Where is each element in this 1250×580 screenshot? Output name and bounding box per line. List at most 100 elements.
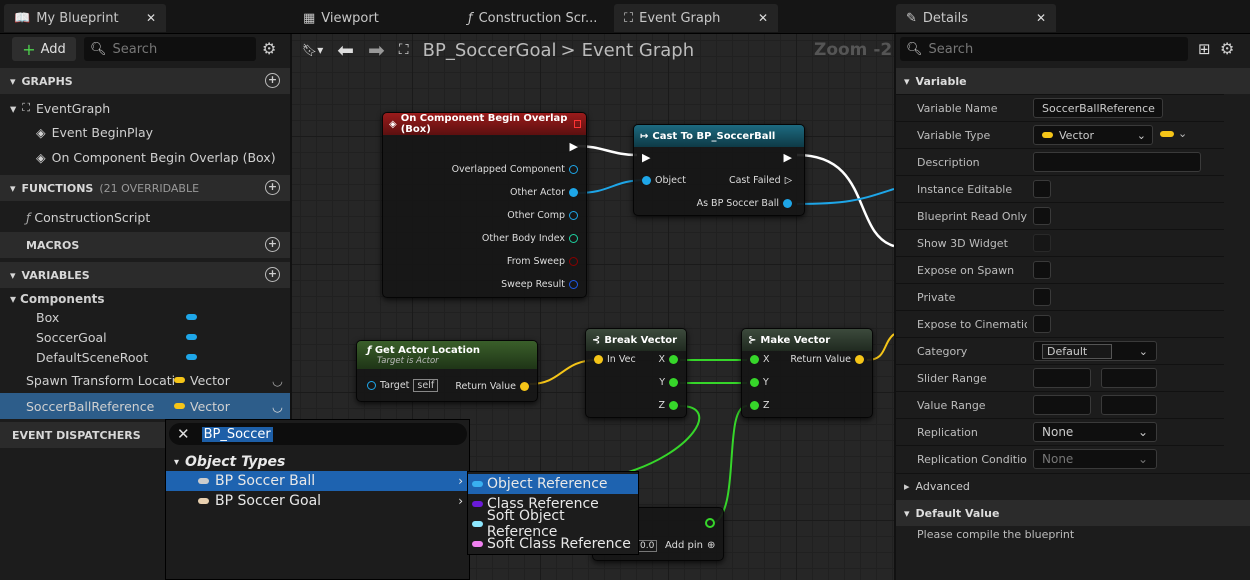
- type-item-bp-soccer-ball[interactable]: BP Soccer Ball ›: [166, 471, 469, 491]
- variable-section-header[interactable]: ▾Variable: [896, 68, 1250, 94]
- slider-min-input[interactable]: [1033, 368, 1091, 388]
- read-only-checkbox[interactable]: [1033, 207, 1051, 225]
- get-actor-location-node[interactable]: ƒ Get Actor Location Target is Actor Tar…: [356, 340, 538, 402]
- close-icon[interactable]: ✕: [757, 11, 768, 25]
- close-icon[interactable]: ✕: [145, 11, 156, 25]
- add-pin-button[interactable]: Add pin⊕: [665, 540, 715, 551]
- pin-other-actor[interactable]: Other Actor: [510, 187, 578, 198]
- add-variable-icon[interactable]: +: [265, 267, 280, 282]
- pin-other-comp[interactable]: Other Comp: [507, 210, 578, 221]
- pin-in-vec[interactable]: In Vec: [594, 354, 636, 365]
- tab-details[interactable]: ✎ Details ✕: [896, 4, 1056, 32]
- add-function-icon[interactable]: +: [265, 180, 280, 195]
- pin-object[interactable]: Object: [642, 175, 686, 186]
- type-search-input[interactable]: ✕ BP_Soccer: [169, 423, 467, 445]
- break-vector-node[interactable]: ⊰Break Vector In Vec X Y Z: [585, 328, 687, 418]
- show-3d-widget-checkbox[interactable]: [1033, 234, 1051, 252]
- category-dropdown[interactable]: Default⌄: [1033, 341, 1157, 361]
- components-category[interactable]: ▾Components: [0, 289, 290, 309]
- pin-cast-failed[interactable]: Cast Failed▷: [728, 175, 792, 186]
- tree-item-event-overlap[interactable]: ◈On Component Begin Overlap (Box): [0, 147, 290, 167]
- component-item-box[interactable]: Box: [0, 307, 290, 327]
- make-vector-node[interactable]: ⊱Make Vector X Return Value Y Z: [741, 328, 873, 418]
- pin-z-out[interactable]: Z: [658, 400, 678, 411]
- submenu-class-reference[interactable]: Class Reference: [468, 494, 638, 514]
- expose-cinematic-checkbox[interactable]: [1033, 315, 1051, 333]
- add-graph-icon[interactable]: +: [265, 73, 280, 88]
- object-types-category[interactable]: ▾Object Types: [166, 452, 469, 472]
- float-out-pin[interactable]: [705, 518, 715, 528]
- add-macro-icon[interactable]: +: [265, 237, 280, 252]
- eye-closed-icon[interactable]: ◡: [272, 398, 283, 414]
- variables-section-header[interactable]: ▾VARIABLES +: [0, 262, 290, 288]
- settings-gear-icon[interactable]: ⚙: [262, 39, 277, 58]
- container-type-dropdown[interactable]: ⌄: [1160, 127, 1187, 140]
- forward-arrow-icon[interactable]: ➡: [368, 38, 385, 62]
- submenu-object-reference[interactable]: Object Reference: [468, 474, 638, 494]
- pin-x-out[interactable]: X: [658, 354, 678, 365]
- add-button[interactable]: + Add: [12, 37, 76, 61]
- description-input[interactable]: [1033, 152, 1201, 172]
- pin-from-sweep[interactable]: From Sweep: [507, 256, 578, 267]
- clear-icon[interactable]: ✕: [177, 425, 190, 443]
- type-item-bp-soccer-goal[interactable]: BP Soccer Goal ›: [166, 491, 469, 511]
- pin-return-value[interactable]: Return Value: [790, 354, 864, 365]
- exec-out-pin[interactable]: ▶: [569, 140, 578, 153]
- pin-y-out[interactable]: Y: [659, 377, 678, 388]
- target-self-field[interactable]: self: [413, 379, 439, 392]
- variable-type-dropdown[interactable]: Vector⌄: [1033, 125, 1153, 145]
- pin-return-value[interactable]: Return Value: [455, 381, 529, 392]
- breadcrumb-graph[interactable]: Event Graph: [581, 39, 695, 61]
- tree-item-eventgraph[interactable]: ▾⛶EventGraph: [0, 98, 290, 118]
- tab-construction-script[interactable]: ƒ Construction Scr...: [458, 4, 610, 32]
- settings-gear-icon[interactable]: ⚙: [1220, 39, 1235, 58]
- component-item-soccergoal[interactable]: SoccerGoal: [0, 327, 290, 347]
- replication-condition-dropdown[interactable]: None⌄: [1033, 449, 1157, 469]
- advanced-section-header[interactable]: ▸Advanced: [896, 473, 1250, 499]
- private-checkbox[interactable]: [1033, 288, 1051, 306]
- pin-sweep-result[interactable]: Sweep Result: [501, 279, 578, 290]
- eye-closed-icon[interactable]: ◡: [272, 372, 283, 388]
- close-icon[interactable]: ✕: [1035, 11, 1046, 25]
- breadcrumb-blueprint[interactable]: BP_SoccerGoal: [422, 39, 557, 61]
- tab-viewport[interactable]: ▦ Viewport: [293, 4, 443, 32]
- exec-out-pin[interactable]: ▶: [783, 151, 792, 164]
- pin-other-body-index[interactable]: Other Body Index: [482, 233, 578, 244]
- search-input[interactable]: 🔍︎ Search: [84, 37, 256, 61]
- variable-item-soccerballreference[interactable]: SoccerBallReference Vector ◡: [0, 393, 290, 419]
- cast-to-node[interactable]: ↦ Cast To BP_SoccerBall ▶ ▶ Object Cast …: [633, 124, 805, 216]
- submenu-soft-object-reference[interactable]: Soft Object Reference: [468, 508, 638, 540]
- value-min-input[interactable]: [1033, 395, 1091, 415]
- functions-section-header[interactable]: ▾FUNCTIONS (21 OVERRIDABLE +: [0, 175, 290, 201]
- submenu-soft-class-reference[interactable]: Soft Class Reference: [468, 534, 638, 554]
- overlap-event-node[interactable]: ◈ On Component Begin Overlap (Box) ▶ Ove…: [382, 112, 587, 298]
- instance-editable-checkbox[interactable]: [1033, 180, 1051, 198]
- default-value-section-header[interactable]: ▾Default Value: [896, 500, 1250, 526]
- bookmark-icon[interactable]: 🔖︎▾: [302, 43, 324, 57]
- slider-max-input[interactable]: [1101, 368, 1157, 388]
- pin-overlapped-component[interactable]: Overlapped Component: [452, 164, 578, 175]
- exec-in-pin[interactable]: ▶: [642, 151, 651, 164]
- macros-section-header[interactable]: MACROS +: [0, 232, 290, 258]
- variable-name-input[interactable]: SoccerBallReference: [1033, 98, 1163, 118]
- component-item-defaultsceneroot[interactable]: DefaultSceneRoot: [0, 347, 290, 367]
- graphs-section-header[interactable]: ▾GRAPHS +: [0, 68, 290, 94]
- pin-x-in[interactable]: X: [750, 354, 770, 365]
- delegate-pin-icon[interactable]: [573, 120, 581, 128]
- tab-my-blueprint[interactable]: 📖 My Blueprint ✕: [4, 4, 166, 32]
- pin-z-in[interactable]: Z: [750, 400, 770, 411]
- pin-as-bp-soccer-ball[interactable]: As BP Soccer Ball: [697, 198, 792, 209]
- tab-event-graph[interactable]: ⛶ Event Graph ✕: [614, 4, 778, 32]
- pin-y-in[interactable]: Y: [750, 377, 769, 388]
- details-search-input[interactable]: 🔍︎ Search: [900, 37, 1188, 61]
- expose-on-spawn-checkbox[interactable]: [1033, 261, 1051, 279]
- value-max-input[interactable]: [1101, 395, 1157, 415]
- replication-dropdown[interactable]: None⌄: [1033, 422, 1157, 442]
- value-field[interactable]: 0.0: [637, 540, 658, 552]
- back-arrow-icon[interactable]: ⬅: [337, 38, 355, 62]
- variable-item-spawn-transform[interactable]: Spawn Transform Locati Vector ◡: [0, 370, 290, 390]
- pin-target[interactable]: Target self: [367, 379, 439, 392]
- table-view-icon[interactable]: ⊞: [1198, 40, 1211, 58]
- tree-item-event-beginplay[interactable]: ◈Event BeginPlay: [0, 122, 290, 142]
